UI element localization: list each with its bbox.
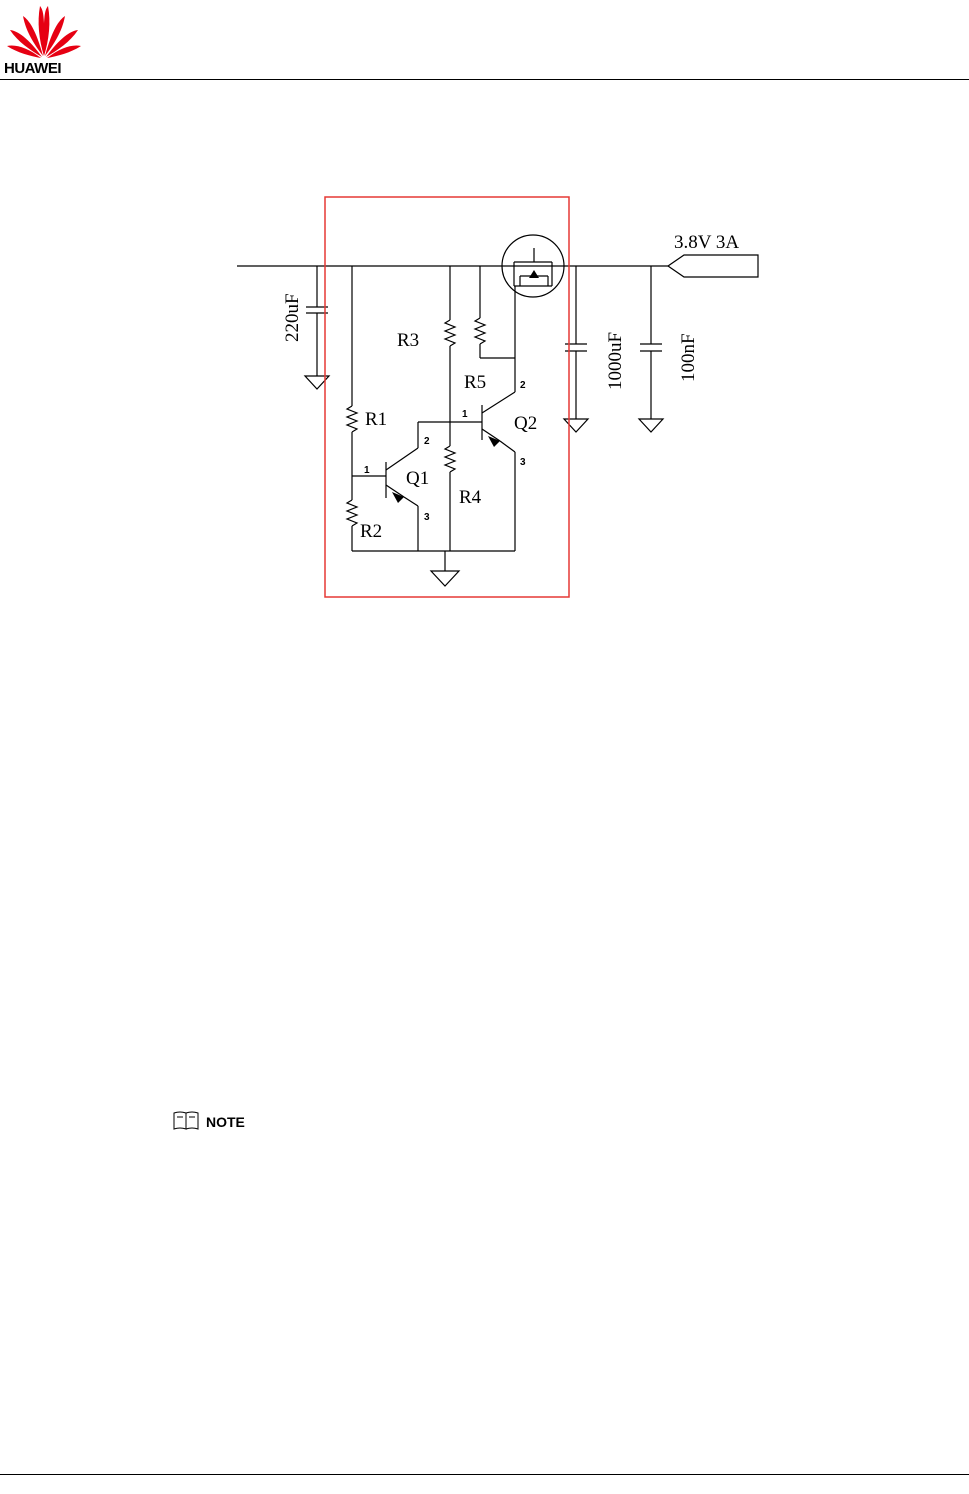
q1-pin-2: 2 [424, 436, 430, 447]
r4-label: R4 [459, 487, 482, 508]
logo-wordmark: HUAWEI [4, 60, 62, 77]
output-label: 3.8V 3A [674, 232, 739, 253]
circuit-schematic: 3.8V 3A 220uF 1000uF 100nF R1 R2 R3 R4 R… [225, 175, 785, 615]
q2-pin-2: 2 [520, 380, 526, 391]
cap-1000uf-label: 1000uF [605, 332, 626, 390]
q1-label: Q1 [406, 468, 429, 489]
huawei-logo: HUAWEI [0, 0, 90, 80]
cap-220uf-label: 220uF [282, 293, 303, 342]
note-label: NOTE [206, 1114, 245, 1130]
q1-pin-3: 3 [424, 512, 430, 523]
header-divider [0, 79, 969, 80]
q1-pin-1: 1 [364, 465, 370, 476]
r5-label: R5 [464, 372, 486, 393]
highlight-frame [324, 196, 570, 598]
book-icon [173, 1111, 199, 1130]
schematic-drawing: 3.8V 3A 220uF 1000uF 100nF R1 R2 R3 R4 R… [237, 196, 759, 598]
cap-100nf-label: 100nF [678, 333, 699, 382]
q2-pin-3: 3 [520, 457, 526, 468]
r2-label: R2 [360, 521, 382, 542]
footer-divider [0, 1474, 969, 1475]
q2-label: Q2 [514, 413, 537, 434]
r3-label: R3 [397, 330, 419, 351]
r1-label: R1 [365, 409, 387, 430]
huawei-flower-icon [7, 6, 81, 58]
q2-pin-1: 1 [462, 409, 468, 420]
